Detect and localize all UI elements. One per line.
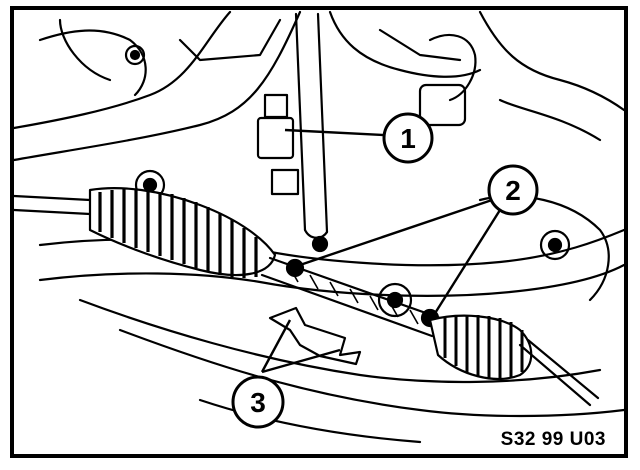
leader-2a	[296, 198, 493, 268]
left-boot-corrugations	[98, 189, 258, 278]
callout-leaders	[260, 128, 502, 374]
callout-2-label: 2	[505, 175, 521, 206]
leader-3b	[261, 348, 341, 374]
figure-reference-code: S32 99 U03	[501, 429, 606, 450]
callout-3-circle	[231, 375, 285, 429]
right-boot-corrugations	[443, 315, 524, 378]
leader-1	[284, 128, 384, 137]
callout-3: 3	[231, 375, 285, 429]
callout-1-label: 1	[400, 123, 416, 154]
callout-3-label: 3	[250, 387, 266, 418]
rack-hatching	[289, 267, 419, 325]
callout-1: 1	[382, 112, 434, 164]
callout-1-circle	[382, 112, 434, 164]
callout-2-circle	[487, 164, 539, 216]
callout-2: 2	[487, 164, 539, 216]
leader-3a	[260, 319, 292, 373]
leader-2b	[430, 209, 502, 319]
